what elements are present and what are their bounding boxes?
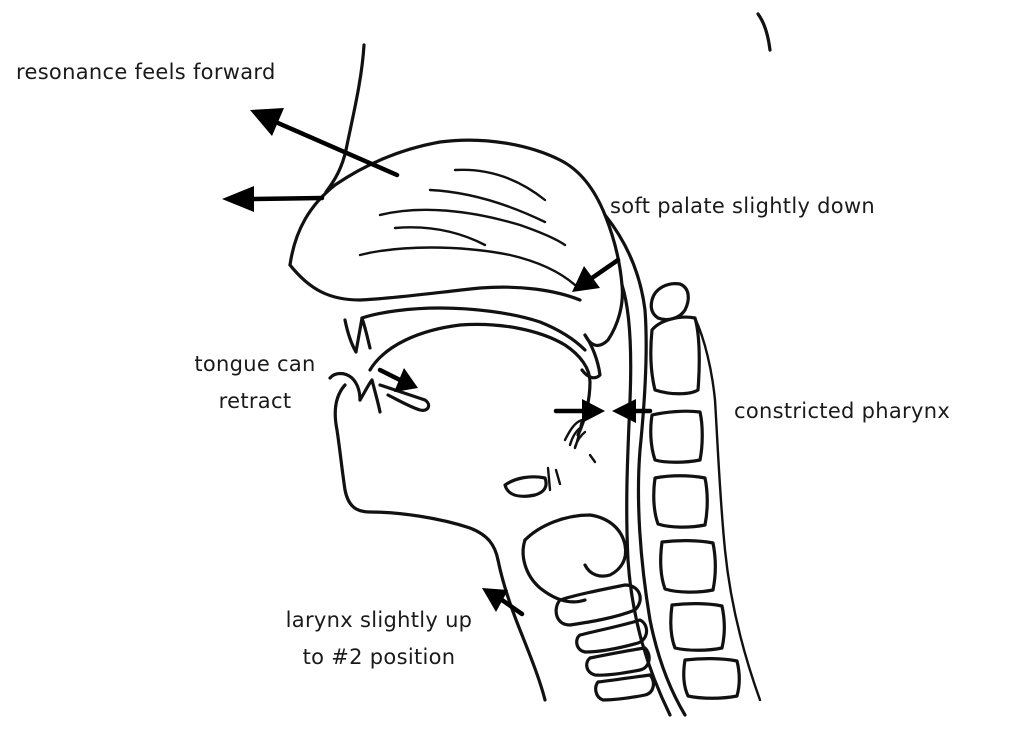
label-larynx: larynx slightly up to #2 position — [268, 602, 490, 676]
resonance-arrow-lower-shaft — [252, 198, 322, 199]
vertebra-3 — [651, 411, 702, 462]
stray-stroke — [758, 14, 770, 50]
turbinate-small — [395, 227, 485, 245]
neck-front-line — [498, 560, 545, 700]
thyroid-cartilage — [525, 515, 626, 576]
resonance-arrow-lower-head — [222, 186, 254, 212]
pharynx-arrow-right-head — [582, 399, 605, 423]
chin-jaw-line — [335, 385, 498, 560]
vertebra-7 — [684, 659, 739, 699]
tongue-arrow-shaft — [380, 370, 400, 380]
label-larynx-line2: to #2 position — [268, 639, 490, 676]
label-tongue: tongue can retract — [180, 346, 330, 420]
lower-teeth — [360, 380, 380, 412]
small-mark — [548, 455, 595, 490]
trachea-ring-4 — [596, 675, 654, 700]
turbinate-lower — [360, 248, 575, 286]
soft-palate-arrow-shaft — [592, 260, 618, 278]
spine-back-edge — [695, 318, 760, 700]
vertebra-axis — [651, 317, 699, 394]
nasal-floor-line — [290, 265, 580, 300]
label-tongue-line2: retract — [180, 383, 330, 420]
resonance-arrow-upper-shaft — [278, 123, 397, 175]
label-resonance: resonance feels forward — [16, 54, 276, 91]
vertebra-5 — [661, 541, 715, 593]
upper-teeth — [345, 318, 370, 352]
soft-palate-arrow-head — [572, 266, 600, 292]
label-soft-palate: soft palate slightly down — [610, 188, 875, 225]
vertebra-4 — [654, 476, 707, 527]
label-tongue-line1: tongue can — [180, 346, 330, 383]
hyoid-bone — [505, 477, 546, 496]
label-larynx-line1: larynx slightly up — [268, 602, 490, 639]
vertebra-6 — [671, 604, 724, 651]
cricoid-ring-1 — [556, 585, 640, 625]
vertebra-atlas — [651, 284, 688, 320]
larynx-body — [523, 540, 585, 602]
pharynx-arrow-left-head — [612, 399, 636, 423]
label-pharynx: constricted pharynx — [734, 393, 950, 430]
